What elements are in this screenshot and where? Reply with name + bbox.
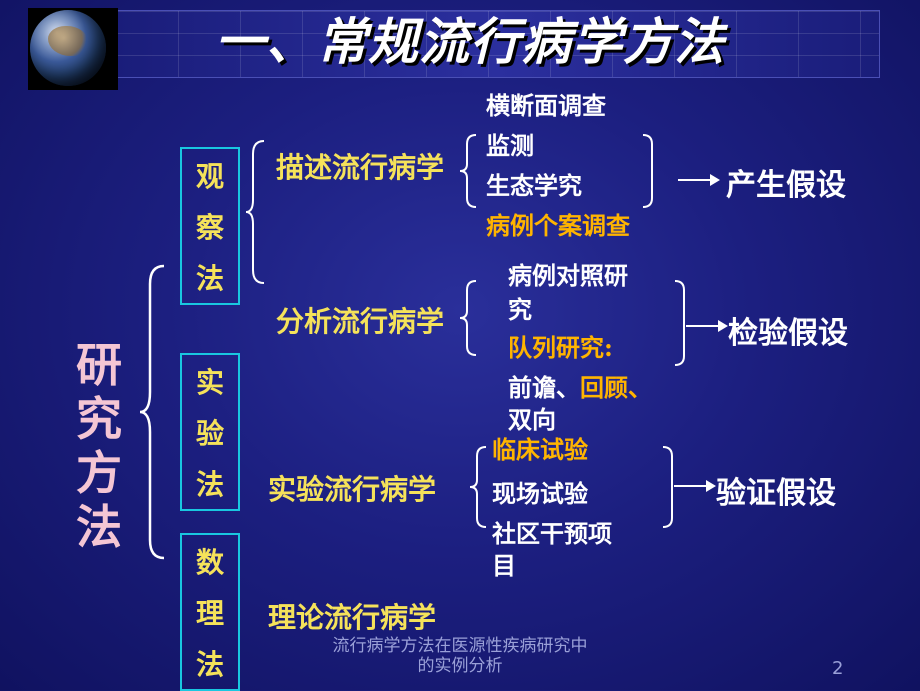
- item-field-trial: 现场试验: [492, 479, 588, 508]
- main-label-char: 研: [76, 338, 122, 392]
- arrow-verify: [674, 480, 716, 492]
- main-label: 研 究 方 法: [72, 338, 126, 554]
- item-cross-sectional: 横断面调查: [486, 91, 606, 120]
- category-char: 理: [195, 596, 224, 630]
- branch-theoretical: 理论流行病学: [268, 601, 437, 634]
- result-test-hypothesis: 检验假设: [728, 316, 848, 351]
- item-community-intervention-wrap: 目: [492, 551, 516, 580]
- item-clinical-trial: 临床试验: [492, 435, 588, 464]
- item-ecological: 生态学究: [486, 171, 582, 200]
- category-char: 实: [195, 365, 224, 399]
- footer-line: 流行病学方法在医源性疾病研究中: [332, 636, 588, 656]
- category-math-box: 数 理 法: [180, 533, 240, 691]
- category-char: 法: [195, 262, 224, 296]
- item-case-report: 病例个案调查: [486, 211, 630, 240]
- slide-footer: 流行病学方法在医源性疾病研究中 的实例分析: [300, 636, 620, 676]
- analytic-left-brace: [459, 280, 477, 356]
- result-verify-hypothesis: 验证假设: [716, 476, 836, 511]
- experimental-right-bracket: [662, 446, 673, 528]
- globe-icon: [30, 10, 106, 86]
- item-cohort-types: 前谵、回顾、: [508, 368, 652, 403]
- category-observation-box: 观 察 法: [180, 147, 240, 305]
- branch-analytic: 分析流行病学: [276, 305, 445, 338]
- branch-experimental: 实验流行病学: [268, 473, 437, 506]
- item-bidirectional: 双向: [508, 405, 556, 434]
- item-retrospective: 回顾、: [580, 373, 652, 402]
- item-cohort: 队列研究:: [508, 333, 613, 362]
- category-char: 察: [195, 210, 224, 244]
- descriptive-left-brace: [459, 134, 477, 208]
- category-char: 法: [195, 648, 224, 682]
- arrow-test: [686, 320, 728, 332]
- item-prospective: 前谵、: [508, 373, 580, 402]
- main-label-char: 究: [76, 392, 122, 446]
- category-experiment-box: 实 验 法: [180, 353, 240, 511]
- category-char: 数: [195, 545, 224, 579]
- arrow-generate: [678, 174, 720, 186]
- item-surveillance: 监测: [486, 131, 534, 160]
- analytic-right-bracket: [674, 280, 685, 366]
- main-label-char: 法: [76, 500, 122, 554]
- title-bar: [115, 10, 880, 78]
- observation-brace: [245, 140, 265, 284]
- experimental-left-brace: [469, 446, 487, 528]
- footer-line: 的实例分析: [417, 656, 503, 676]
- descriptive-right-bracket: [642, 134, 653, 208]
- item-case-control-wrap: 究: [508, 295, 532, 324]
- category-char: 验: [195, 416, 224, 450]
- slide-title: 一、常规流行病学方法: [215, 13, 725, 71]
- page-number: 2: [832, 658, 844, 679]
- result-generate-hypothesis: 产生假设: [726, 168, 846, 203]
- category-char: 法: [195, 468, 224, 502]
- item-case-control: 病例对照研: [508, 261, 628, 290]
- main-label-char: 方: [76, 446, 122, 500]
- item-community-intervention: 社区干预项: [492, 519, 612, 548]
- branch-descriptive: 描述流行病学: [276, 151, 445, 184]
- main-brace: [139, 264, 165, 560]
- category-char: 观: [195, 159, 224, 193]
